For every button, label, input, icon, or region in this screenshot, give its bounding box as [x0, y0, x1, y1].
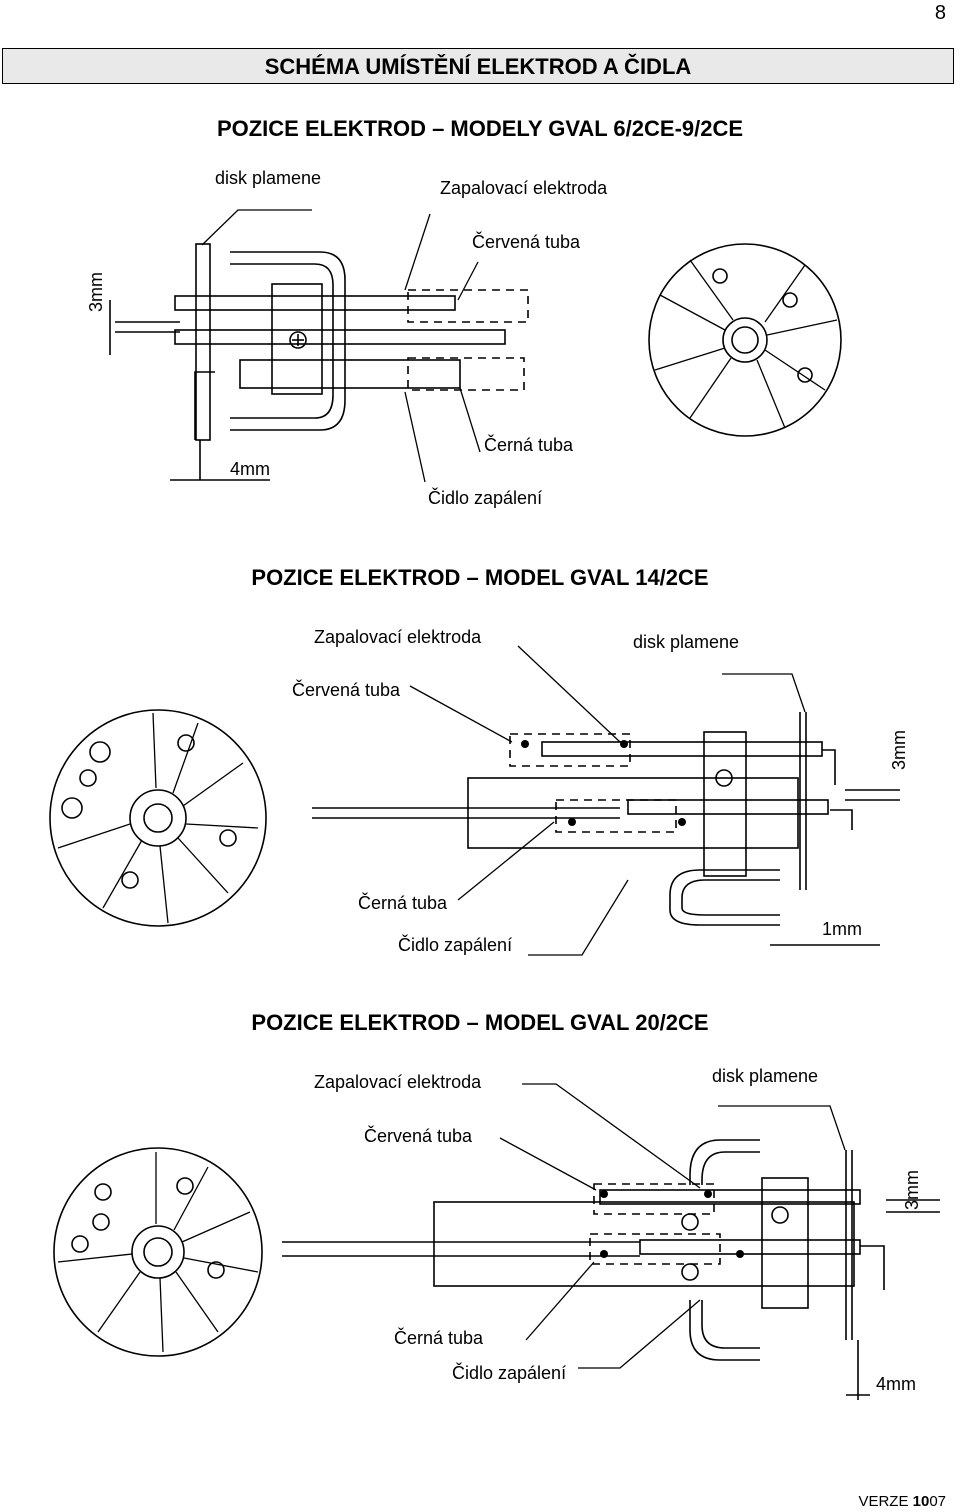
version-prefix: VERZE [858, 1493, 913, 1510]
label-disk-plamene-14: disk plamene [633, 632, 740, 652]
label-cervena-tuba: Červená tuba [472, 232, 581, 252]
label-cervena-tuba-14: Červená tuba [292, 680, 401, 700]
label-cervena-tuba-20: Červená tuba [364, 1126, 473, 1146]
label-cidlo-zapaleni-20: Čidlo zapálení [452, 1363, 567, 1383]
label-cidlo-zapaleni: Čidlo zapálení [428, 488, 543, 508]
label-cidlo-zapaleni-14: Čidlo zapálení [398, 935, 513, 955]
version-bold: 10 [912, 1493, 930, 1510]
section-title-gval-6-9: POZICE ELEKTROD – MODELY GVAL 6/2CE-9/2C… [216, 116, 744, 141]
dimension-1mm: 1mm [822, 919, 862, 939]
label-zapalovaci-elektroda-20: Zapalovací elektroda [314, 1072, 482, 1092]
section-title-gval-14: POZICE ELEKTROD – MODEL GVAL 14/2CE [251, 565, 709, 590]
dimension-3mm-20: 3mm [902, 1170, 922, 1210]
page-title: SCHÉMA UMÍSTĚNÍ ELEKTROD A ČIDLA [264, 54, 692, 79]
dimension-4mm: 4mm [230, 459, 270, 479]
label-disk-plamene: disk plamene [215, 168, 322, 188]
dimension-4mm-20: 4mm [876, 1374, 916, 1394]
version-suffix: 07 [929, 1493, 946, 1510]
page-number: 8 [934, 2, 946, 24]
label-cerna-tuba-14: Černá tuba [358, 893, 448, 913]
version-footer: VERZE 1007 [858, 1493, 946, 1510]
label-cerna-tuba-20: Černá tuba [394, 1328, 484, 1348]
label-cerna-tuba: Černá tuba [484, 435, 574, 455]
dimension-3mm-14: 3mm [889, 730, 909, 770]
label-zapalovaci-elektroda-14: Zapalovací elektroda [314, 627, 482, 647]
header-banner: SCHÉMA UMÍSTĚNÍ ELEKTROD A ČIDLA [2, 48, 954, 84]
dimension-3mm: 3mm [86, 272, 106, 312]
label-zapalovaci-elektroda: Zapalovací elektroda [440, 178, 608, 198]
section-title-gval-20: POZICE ELEKTROD – MODEL GVAL 20/2CE [251, 1010, 709, 1035]
label-disk-plamene-20: disk plamene [712, 1066, 819, 1086]
